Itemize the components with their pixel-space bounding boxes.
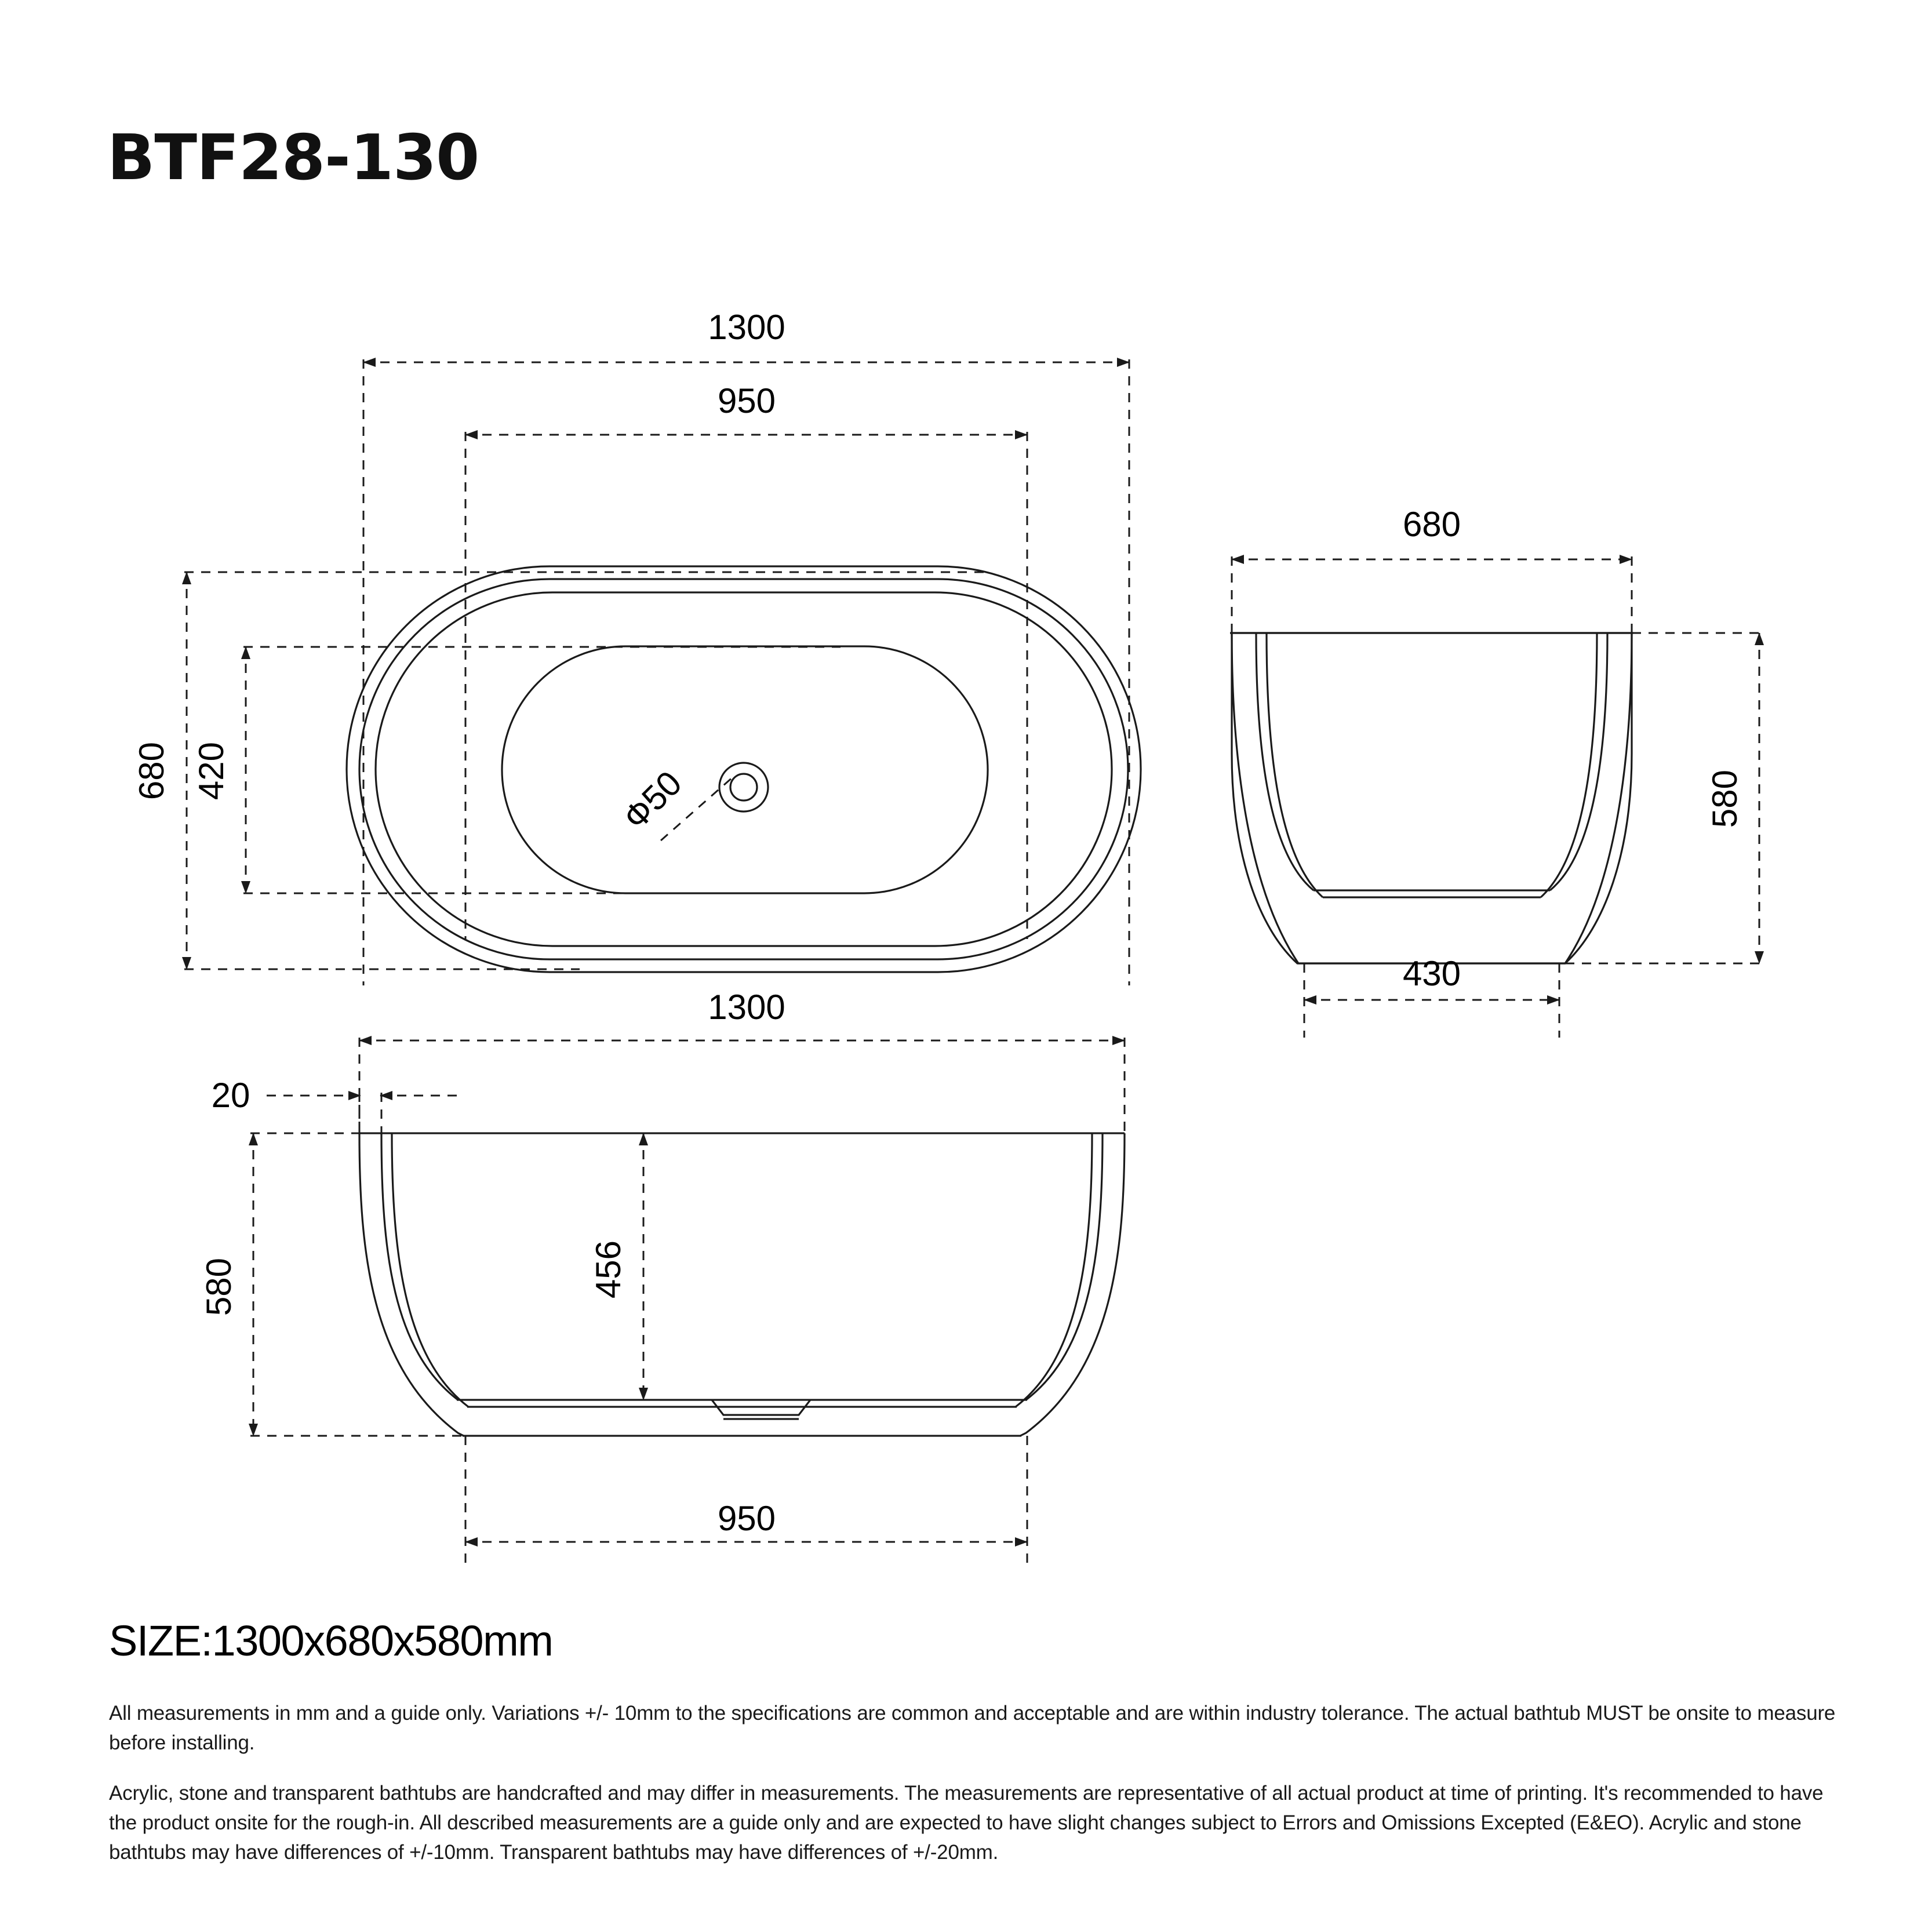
front-view-dimensions: [249, 1036, 1126, 1565]
page-title: BTF28-130: [107, 122, 479, 194]
dim-top-overall-width: 680: [132, 742, 171, 800]
title-block: BTF28-130: [107, 126, 803, 202]
top-view-geometry: [345, 565, 1142, 973]
technical-drawing: 1300 950 680 420 Ф50 680 580 430 1300 20…: [132, 308, 1764, 1565]
size-label: SIZE:1300x680x580mm: [109, 1617, 554, 1665]
size-summary: SIZE:1300x680x580mm: [109, 1617, 1268, 1665]
dim-front-wall-thickness: 20: [212, 1076, 250, 1115]
dim-top-inner-width: 420: [192, 742, 231, 800]
disclaimer-paragraph-2: Acrylic, stone and transparent bathtubs …: [109, 1782, 1824, 1864]
dim-end-overall-height: 580: [1705, 770, 1744, 828]
disclaimer-paragraph-1: All measurements in mm and a guide only.…: [109, 1702, 1836, 1754]
dim-top-overall-length: 1300: [708, 308, 785, 347]
dim-front-inner-depth: 456: [589, 1240, 628, 1298]
dim-front-base-length: 950: [718, 1499, 776, 1538]
dim-front-overall-length: 1300: [708, 988, 785, 1027]
end-view-dimensions: [1231, 555, 1764, 1038]
dim-top-inner-length: 950: [718, 381, 776, 420]
dim-end-base-width: 430: [1403, 954, 1461, 993]
front-view-geometry: [358, 1132, 1126, 1437]
top-view-dimensions: [182, 358, 1130, 985]
end-view-geometry: [1230, 632, 1633, 965]
dim-end-overall-width: 680: [1403, 505, 1461, 544]
dim-front-overall-height: 580: [199, 1258, 238, 1316]
disclaimer-block: All measurements in mm and a guide only.…: [109, 1698, 1848, 1867]
